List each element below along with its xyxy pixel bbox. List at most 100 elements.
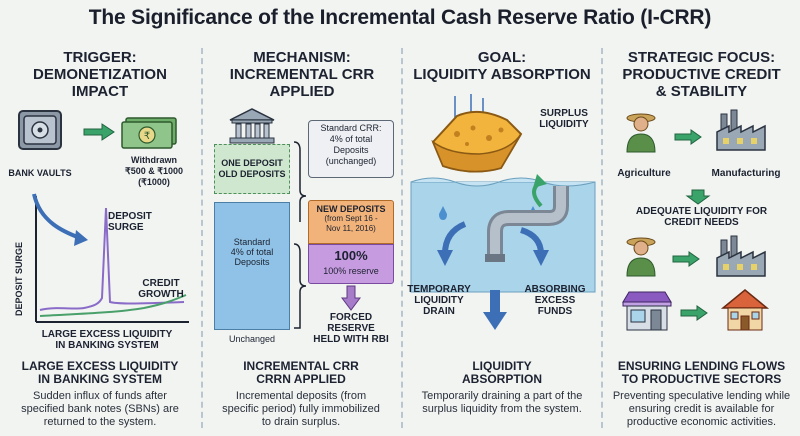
y-axis-label: DEPOSIT SURGE [14,242,24,317]
label-line: Deposits [333,145,369,155]
mechanism-column: MECHANISM: INCREMENTAL CRR APPLIED ONE D… [202,44,402,436]
factory-icon [716,235,766,277]
new-deposits-label: NEW DEPOSITS (from Sept 16 - Nov 11, 201… [308,204,394,234]
heading-line: INCREMENTAL CRR [243,359,359,373]
body-line: specified bank notes (SBNs) are [21,403,179,415]
section-heading: LIQUIDITY ABSORPTION [403,360,601,386]
svg-text:₹: ₹ [144,131,150,142]
label-line: NEW DEPOSITS [316,204,386,214]
factory-icon [716,109,766,151]
withdrawn-label: Withdrawn ₹500 & ₹1000 (₹1000) [114,155,194,188]
label-line: FUNDS [537,306,573,317]
section-description: Sudden influx of funds after specified b… [0,390,200,429]
bank-vaults-label: BANK VAULTS [8,168,72,178]
title-line: & STABILITY [655,83,748,100]
label-line: 4% of total [329,134,373,144]
bracket-connector [293,141,307,329]
column-title: GOAL: LIQUIDITY ABSORPTION [403,49,601,83]
column-divider [401,48,403,428]
farmer-icon [626,237,656,277]
heading-line: ENSURING LENDING FLOWS [617,359,786,373]
section-description: Preventing speculative lending while ens… [603,390,800,429]
body-line: surplus liquidity from the system. [422,403,582,415]
credit-growth-label: CREDIT GROWTH [134,278,188,300]
old-deposits-label: ONE DEPOSIT OLD DEPOSITS [214,158,290,180]
title-line: IMPACT [71,83,129,100]
heading-line: IN BANKING SYSTEM [37,372,162,386]
heading-line: LIQUIDITY [472,359,532,373]
label-line: OLD DEPOSITS [218,169,286,179]
heading-line: ABSORPTION [461,372,542,386]
cash-notes-icon: ₹ [121,117,177,149]
caption-line: IN BANKING SYSTEM [55,340,159,351]
column-divider [601,48,603,428]
label-line: LIQUIDITY [414,295,464,306]
strategic-focus-column: STRATEGIC FOCUS: PRODUCTIVE CREDIT & STA… [603,44,800,436]
arrow-right-icon [83,123,115,141]
caption-line: LARGE EXCESS LIQUIDITY [41,329,173,340]
label-line: Standard CRR: [320,123,382,133]
label-line: ONE DEPOSIT [221,158,283,168]
surplus-liquidity-label: SURPLUS LIQUIDITY [527,108,601,130]
title-line: TRIGGER: [63,49,137,66]
arrow-right-icon [674,129,702,145]
heading-line: TO PRODUCTIVE SECTORS [621,372,782,386]
column-title: MECHANISM: INCREMENTAL CRR APPLIED [202,49,402,100]
withdrawn-line: (₹1000) [138,177,170,187]
label-line: RESERVE [327,323,375,334]
section-description: Incremental deposits (from specific peri… [202,390,400,429]
label-line: CREDIT [142,278,180,289]
heading-line: LARGE EXCESS LIQUIDITY [21,359,179,373]
title-line: GOAL: [477,49,527,66]
title-line: LIQUIDITY ABSORPTION [413,66,591,83]
title-line: STRATEGIC FOCUS: [627,49,776,66]
body-line: Preventing speculative lending while [612,390,791,402]
standard-reserve-tank [214,202,290,330]
label-line: Nov 11, 2016) [326,224,376,233]
label-line: HELD WITH RBI [313,334,389,345]
body-line: specific period) fully immobilized [222,403,380,415]
liquidity-drain-label: TEMPORARY LIQUIDITY DRAIN [399,284,479,317]
column-title: STRATEGIC FOCUS: PRODUCTIVE CREDIT & STA… [603,49,800,100]
title-line: DEMONETIZATION [33,66,167,83]
body-line: ensuring credit is available for [628,403,775,415]
label-line: Deposits [234,257,270,267]
label-line: ABSORBING [524,284,586,295]
manufacturing-label: Manufacturing [711,168,781,179]
label-line: ADEQUATE LIQUIDITY FOR [635,206,768,217]
withdrawn-line: ₹500 & ₹1000 [125,166,183,176]
section-heading: LARGE EXCESS LIQUIDITY IN BANKING SYSTEM [0,360,200,386]
column-divider [201,48,203,428]
full-reserve-box [308,244,394,284]
bank-vault-icon [18,110,62,150]
label-line: LIQUIDITY [539,119,589,130]
label-line: GROWTH [138,289,184,300]
body-line: Incremental deposits (from [235,390,367,402]
chart-caption: LARGE EXCESS LIQUIDITY IN BANKING SYSTEM [22,329,192,351]
body-line: Sudden influx of funds after [33,390,167,402]
heading-line: CRRN APPLIED [256,372,346,386]
title-line: MECHANISM: [253,49,351,66]
body-line: to drain surplus. [261,416,341,428]
unchanged-label: Unchanged [228,334,276,344]
label-line: EXCESS [534,295,576,306]
label-line: SURGE [108,222,144,233]
arrow-right-icon [680,305,708,321]
arrow-down-icon [685,189,711,205]
section-description: Temporarily draining a part of the surpl… [403,390,601,416]
section-heading: INCREMENTAL CRR CRRN APPLIED [202,360,400,386]
goal-column: GOAL: LIQUIDITY ABSORPTION SURPLUS LIQUI… [403,44,601,436]
title-line: APPLIED [269,83,335,100]
house-icon [720,289,770,331]
label-line: Standard [233,237,271,247]
label-line: CREDIT NEEDS [664,217,739,228]
shop-icon [622,291,672,331]
title-line: PRODUCTIVE CREDIT [622,66,781,83]
deposit-surge-label: DEPOSIT SURGE [108,211,158,233]
forced-reserve-label: FORCED RESERVE HELD WITH RBI [306,312,396,345]
bank-building-icon [229,108,275,144]
column-title: TRIGGER: DEMONETIZATION IMPACT [0,49,200,100]
label-line: (unchanged) [325,156,377,166]
body-line: Temporarily draining a part of the [421,390,583,402]
body-line: productive economic activities. [626,416,777,428]
